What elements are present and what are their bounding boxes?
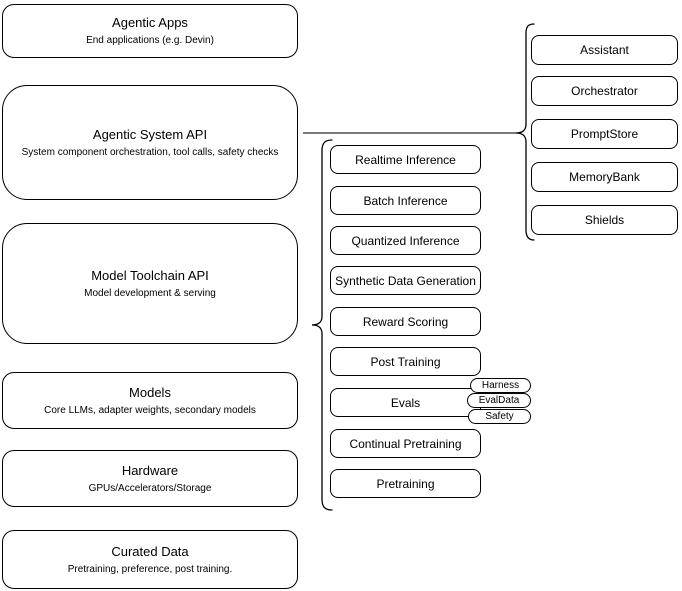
pill-safety: Safety	[468, 409, 531, 424]
node-shields: Shields	[531, 205, 678, 235]
node-agentic-apps: Agentic Apps End applications (e.g. Devi…	[2, 4, 298, 58]
node-continual-pretraining: Continual Pretraining	[330, 429, 481, 458]
node-evals: Evals	[330, 388, 481, 417]
node-orchestrator: Orchestrator	[531, 76, 678, 106]
node-label: Pretraining	[376, 476, 435, 491]
node-title: Model Toolchain API	[91, 267, 209, 283]
node-realtime-inference: Realtime Inference	[330, 145, 481, 174]
node-label: PromptStore	[570, 127, 639, 141]
node-label: Batch Inference	[363, 193, 448, 208]
node-label: Synthetic Data Generation	[335, 273, 476, 288]
node-agentic-system-api: Agentic System API System component orch…	[2, 85, 298, 200]
node-quantized-inference: Quantized Inference	[330, 226, 481, 255]
node-subtitle: System component orchestration, tool cal…	[21, 146, 279, 158]
pill-label: Safety	[485, 411, 514, 422]
toolchain-group-brace	[311, 139, 333, 511]
node-subtitle: GPUs/Accelerators/Storage	[88, 482, 212, 494]
node-models: Models Core LLMs, adapter weights, secon…	[2, 372, 298, 429]
node-memorybank: MemoryBank	[531, 162, 678, 192]
node-label: Evals	[390, 395, 421, 410]
node-reward-scoring: Reward Scoring	[330, 307, 481, 336]
node-hardware: Hardware GPUs/Accelerators/Storage	[2, 450, 298, 507]
node-subtitle: Pretraining, preference, post training.	[67, 563, 233, 575]
node-title: Agentic Apps	[112, 15, 188, 30]
node-synthetic-data-generation: Synthetic Data Generation	[330, 266, 481, 295]
node-promptstore: PromptStore	[531, 119, 678, 149]
node-title: Hardware	[121, 462, 179, 478]
node-pretraining: Pretraining	[330, 469, 481, 498]
node-label: Quantized Inference	[351, 233, 460, 248]
node-label: Post Training	[370, 354, 441, 369]
pill-label: EvalData	[478, 395, 520, 406]
node-title: Agentic System API	[92, 126, 208, 142]
node-model-toolchain-api: Model Toolchain API Model development & …	[2, 223, 298, 344]
node-label: Reward Scoring	[362, 314, 449, 329]
node-curated-data: Curated Data Pretraining, preference, po…	[2, 530, 298, 589]
pill-label: Harness	[481, 380, 520, 391]
node-assistant: Assistant	[531, 35, 678, 65]
node-batch-inference: Batch Inference	[330, 186, 481, 215]
pill-harness: Harness	[470, 378, 531, 393]
node-label: Shields	[584, 213, 625, 227]
pill-evaldata: EvalData	[467, 393, 531, 408]
node-subtitle: Model development & serving	[84, 287, 216, 299]
node-post-training: Post Training	[330, 347, 481, 376]
node-label: MemoryBank	[569, 170, 640, 184]
node-label: Assistant	[580, 43, 629, 57]
node-label: Realtime Inference	[355, 152, 456, 167]
node-label: Orchestrator	[571, 84, 638, 98]
node-subtitle: Core LLMs, adapter weights, secondary mo…	[44, 404, 256, 416]
node-title: Models	[129, 384, 171, 400]
node-title: Curated Data	[111, 543, 189, 559]
node-subtitle: End applications (e.g. Devin)	[86, 35, 214, 46]
node-label: Continual Pretraining	[349, 436, 462, 451]
